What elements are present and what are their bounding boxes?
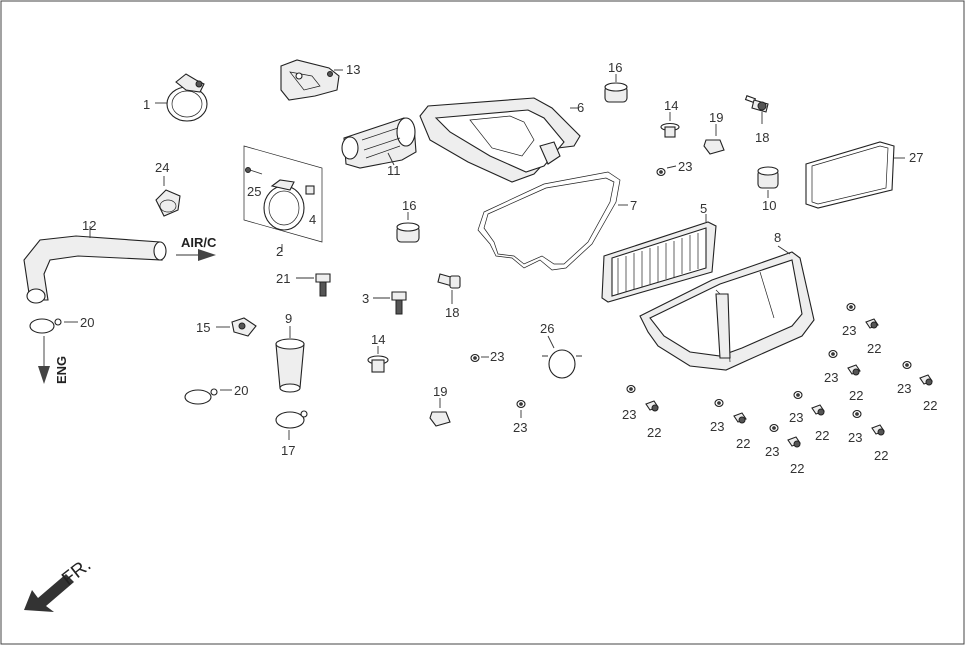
callout-23a: 23 xyxy=(678,159,692,174)
callout-6: 6 xyxy=(577,100,584,115)
callout-23c: 23 xyxy=(513,420,527,435)
part-17-clamp xyxy=(275,410,308,440)
part-24-clamp xyxy=(155,176,181,217)
part-19-clip-lower xyxy=(429,398,451,427)
part-21-bolt xyxy=(296,273,331,297)
callout-23j: 23 xyxy=(765,444,779,459)
callout-16a: 16 xyxy=(608,60,622,75)
part-26-clamp xyxy=(542,335,582,379)
callout-5: 5 xyxy=(700,201,707,216)
callout-25: 25 xyxy=(247,184,261,199)
callout-19b: 19 xyxy=(433,384,447,399)
part-18-bolt-top xyxy=(744,95,769,124)
callout-23f: 23 xyxy=(897,381,911,396)
part-18-bolt-mid xyxy=(437,273,461,304)
callout-18b: 18 xyxy=(445,305,459,320)
front-arrow xyxy=(24,574,74,612)
callout-23g: 23 xyxy=(622,407,636,422)
callout-23d: 23 xyxy=(842,323,856,338)
callout-22d: 22 xyxy=(647,425,661,440)
part-27-seal xyxy=(805,141,905,209)
callout-7: 7 xyxy=(630,198,637,213)
callout-14a: 14 xyxy=(664,98,678,113)
callout-20b: 20 xyxy=(234,383,248,398)
callout-22f: 22 xyxy=(815,428,829,443)
part-5-filter xyxy=(601,214,717,303)
part-23-washer-c xyxy=(516,399,526,418)
callout-2: 2 xyxy=(276,244,283,259)
callout-10: 10 xyxy=(762,198,776,213)
part-14-collar-mid xyxy=(367,346,389,373)
callout-numbers: 1 2 3 4 5 6 7 8 9 10 11 12 13 14 14 15 1… xyxy=(80,60,937,476)
part-15-clip xyxy=(216,317,257,337)
callout-11: 11 xyxy=(387,163,401,178)
callout-24: 24 xyxy=(155,160,169,175)
part-23-washer-a xyxy=(656,165,677,177)
callout-19a: 19 xyxy=(709,110,723,125)
part-10-cap xyxy=(757,166,779,198)
callout-23k: 23 xyxy=(848,430,862,445)
callout-15: 15 xyxy=(196,320,210,335)
callout-9: 9 xyxy=(285,311,292,326)
callout-22c: 22 xyxy=(923,398,937,413)
part-19-clip-top xyxy=(703,124,725,155)
part-16-grommet-mid xyxy=(396,212,420,243)
callout-22b: 22 xyxy=(849,388,863,403)
callout-14b: 14 xyxy=(371,332,385,347)
eng-label: ENG xyxy=(54,356,69,384)
callout-23i: 23 xyxy=(789,410,803,425)
callout-23e: 23 xyxy=(824,370,838,385)
callout-12: 12 xyxy=(82,218,96,233)
callout-17: 17 xyxy=(281,443,295,458)
eng-arrow xyxy=(38,336,50,384)
callout-3: 3 xyxy=(362,291,369,306)
part-3-bolt xyxy=(373,291,407,315)
callout-22a: 22 xyxy=(867,341,881,356)
part-20-clamp-lower xyxy=(184,388,232,405)
callout-18a: 18 xyxy=(755,130,769,145)
part-8-airbox-lower xyxy=(639,245,815,371)
part-16-grommet-top xyxy=(604,74,628,103)
callout-22h: 22 xyxy=(874,448,888,463)
part-7-gasket xyxy=(477,171,628,271)
callout-26: 26 xyxy=(540,321,554,336)
callout-8: 8 xyxy=(774,230,781,245)
callout-1: 1 xyxy=(143,97,150,112)
part-23-washer-b xyxy=(470,353,489,363)
part-20-clamp-top xyxy=(29,318,78,334)
callout-22e: 22 xyxy=(736,436,750,451)
part-6-airbox-upper xyxy=(419,97,581,183)
part-1-clamp xyxy=(155,73,208,122)
air-c-label: AIR/C xyxy=(181,235,217,250)
part-13-bracket xyxy=(280,59,343,101)
part-9-sleeve xyxy=(275,326,305,393)
callout-23b: 23 xyxy=(490,349,504,364)
callout-23h: 23 xyxy=(710,419,724,434)
callout-13: 13 xyxy=(346,62,360,77)
callout-4: 4 xyxy=(309,212,316,227)
callout-16b: 16 xyxy=(402,198,416,213)
air-c-arrow xyxy=(176,249,216,261)
part-11-intake-duct xyxy=(341,117,417,169)
callout-22g: 22 xyxy=(790,461,804,476)
callout-21: 21 xyxy=(276,271,290,286)
part-12-hose xyxy=(23,226,167,304)
part-14-collar-top xyxy=(660,112,680,138)
callout-20a: 20 xyxy=(80,315,94,330)
callout-27: 27 xyxy=(909,150,923,165)
part-2-group xyxy=(243,145,323,252)
fastener-cluster xyxy=(626,302,933,448)
